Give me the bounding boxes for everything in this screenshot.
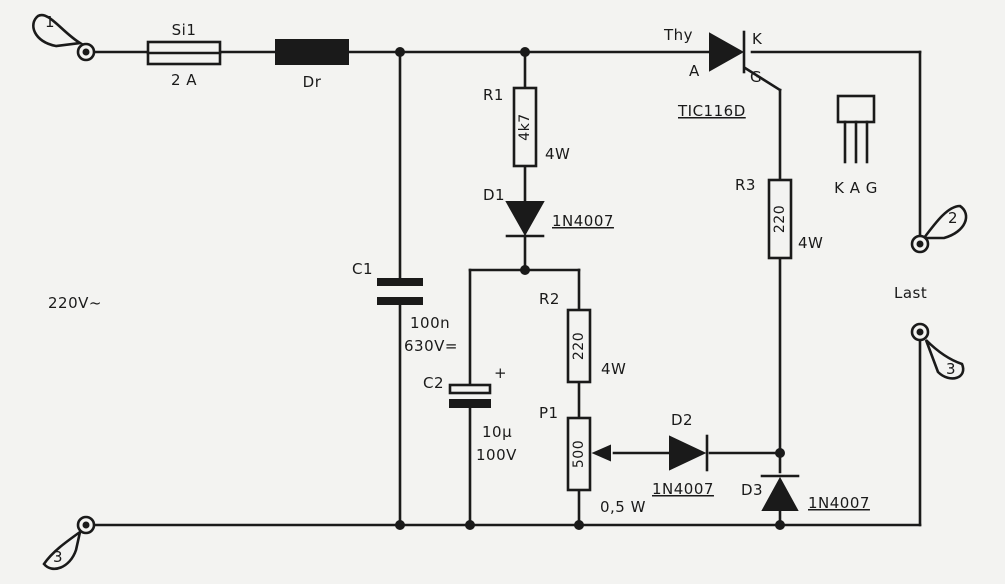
diode-d3: D3 1N4007 [741,474,870,512]
p1-power: 0,5 W [600,498,646,516]
capacitor-c1: C1 100n 630V= [352,260,458,355]
d2-type: 1N4007 [652,480,714,498]
thyristor-type: TIC116D [677,102,746,120]
terminal-3-mains-label: 3 [53,548,63,566]
r2-ref: R2 [539,290,560,308]
d1-type: 1N4007 [552,212,614,230]
d1-ref: D1 [483,186,505,204]
r3-value: 220 [772,205,788,233]
r3-power: 4W [798,234,823,252]
potentiometer-p1: 500 P1 0,5 W [539,404,646,516]
r1-ref: R1 [483,86,504,104]
terminal-3-mains: 3 [42,515,96,571]
p1-ref: P1 [539,404,559,422]
r2-value: 220 [571,332,587,360]
fuse-ref: Si1 [172,21,197,39]
terminal-3-load-label: 3 [946,360,956,378]
fuse-si1: Si1 2 A [146,21,222,89]
package-outline: K A G [834,94,878,197]
thyristor-anode: A [689,62,700,80]
thyristor-tic116d: Thy A K G TIC116D [663,26,763,120]
junctions [395,47,785,530]
terminal-2-label: 2 [948,209,958,227]
terminal-3-load: 3 [910,322,965,380]
resistor-r3: 220 R3 4W [735,176,823,260]
r1-value: 4k7 [517,113,533,140]
terminal-1-label: 1 [45,13,55,31]
thyristor-ref: Thy [663,26,693,44]
r2-power: 4W [601,360,626,378]
resistor-r2: 220 R2 4W [539,290,626,384]
fuse-value: 2 A [171,71,197,89]
r1-power: 4W [545,145,570,163]
c2-polarity: + [494,364,507,382]
capacitor-c2: + C2 10µ 100V [423,364,517,464]
resistor-r1: 4k7 R1 4W [483,86,570,168]
c1-rating: 630V= [404,337,458,355]
d3-type: 1N4007 [808,494,870,512]
mains-label: 220V~ [48,294,102,312]
package-pins: K A G [834,179,878,197]
terminal-1: 1 [32,13,96,62]
c2-ref: C2 [423,374,444,392]
diode-d2: D2 1N4007 [652,411,714,498]
thyristor-gate: G [750,68,762,86]
c2-value: 10µ [482,423,512,441]
c1-value: 100n [410,314,450,332]
terminal-2: 2 [910,204,968,254]
load-label: Last [894,284,927,302]
d2-ref: D2 [671,411,693,429]
diode-d1: D1 1N4007 [483,186,614,238]
p1-value: 500 [571,440,587,468]
choke-ref: Dr [303,73,322,91]
d3-ref: D3 [741,481,763,499]
choke-dr: Dr [275,39,349,91]
thyristor-cathode: K [752,30,763,48]
c1-ref: C1 [352,260,373,278]
r3-ref: R3 [735,176,756,194]
c2-rating: 100V [476,446,517,464]
